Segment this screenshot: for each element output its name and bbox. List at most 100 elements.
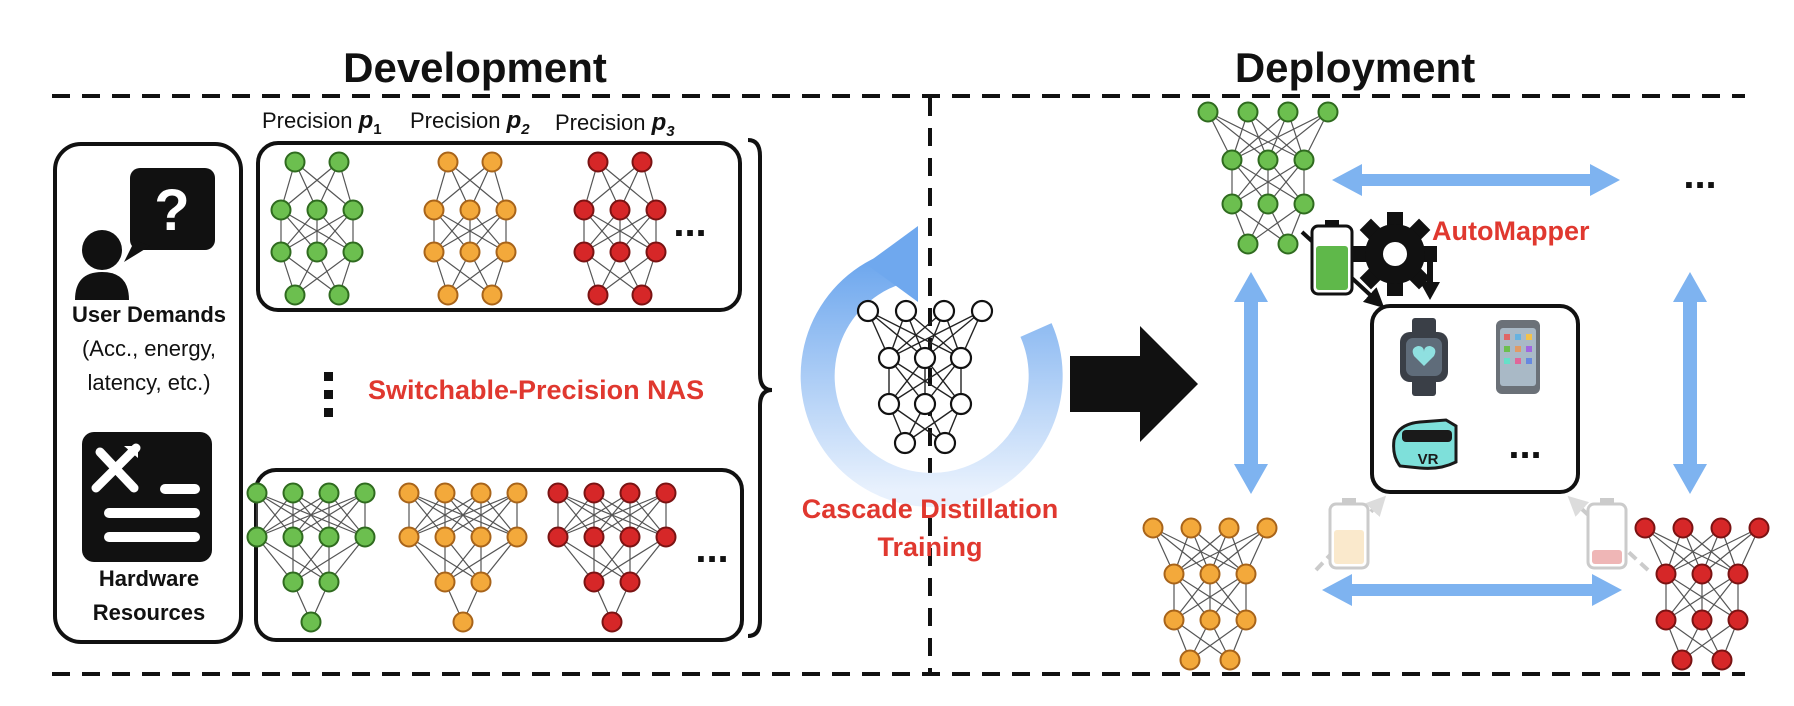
neuron — [631, 284, 653, 306]
smartwatch-icon — [1400, 318, 1448, 396]
vertical-ellipsis — [324, 372, 333, 417]
neuron — [877, 346, 901, 370]
tools-icon — [82, 432, 212, 562]
neuron — [1277, 233, 1299, 255]
vr-headset-icon: VR — [1392, 418, 1458, 470]
neuron — [1237, 101, 1259, 123]
neuron — [655, 526, 677, 548]
neuron — [913, 346, 937, 370]
neuron — [1257, 149, 1279, 171]
neuron — [470, 571, 492, 593]
cycle-arrow-icon — [800, 247, 1063, 507]
deploy-net-orange — [1142, 517, 1278, 671]
neuron — [913, 392, 937, 416]
neuron — [631, 151, 653, 173]
user-demands-title: User Demands — [72, 302, 226, 327]
neuron — [318, 571, 340, 593]
svg-text:VR: VR — [1418, 451, 1439, 468]
neuron — [423, 199, 445, 221]
neuron — [434, 482, 456, 504]
neuron — [1219, 649, 1241, 671]
neuron — [434, 526, 456, 548]
precision-label-1: Precision p1 — [262, 107, 382, 138]
svg-text:?: ? — [154, 178, 189, 243]
automapper-label: AutoMapper — [1432, 216, 1590, 246]
neuron — [481, 151, 503, 173]
hardware-title-1: Hardware — [99, 566, 199, 591]
neuron — [1221, 193, 1243, 215]
precision-networks-box-bottom — [254, 468, 744, 642]
neuron — [1197, 101, 1219, 123]
deploy-links — [1234, 164, 1707, 606]
deploy-net-red — [1634, 517, 1770, 671]
neuron — [949, 346, 973, 370]
neuron — [270, 199, 292, 221]
neuron — [246, 482, 268, 504]
neuron — [318, 482, 340, 504]
neuron — [583, 526, 605, 548]
neuron — [894, 299, 918, 323]
neuron — [1257, 193, 1279, 215]
neuron — [573, 199, 595, 221]
neuron — [434, 571, 456, 593]
neuron — [342, 241, 364, 263]
neuron — [970, 299, 994, 323]
cycle-arrow-head — [866, 226, 918, 302]
neuron — [282, 482, 304, 504]
neuron — [1163, 609, 1185, 631]
neuron — [1235, 609, 1257, 631]
battery-icon — [1567, 495, 1650, 572]
neuron — [1634, 517, 1656, 539]
neuron — [1293, 193, 1315, 215]
neuron — [495, 199, 517, 221]
deploy-ellipsis: ... — [1683, 153, 1716, 197]
neuron — [354, 482, 376, 504]
neuron — [1256, 517, 1278, 539]
neuron — [1293, 149, 1315, 171]
neuron — [437, 284, 459, 306]
neuron — [318, 526, 340, 548]
neuron — [1142, 517, 1164, 539]
deploy-net-green — [1197, 101, 1339, 255]
precision-networks-box-top — [256, 141, 742, 312]
neuron — [1317, 101, 1339, 123]
neuron — [437, 151, 459, 173]
neuron — [619, 526, 641, 548]
link-left — [1234, 272, 1268, 494]
neuron — [655, 482, 677, 504]
neuron — [398, 526, 420, 548]
neuron — [481, 284, 503, 306]
gear-icon — [1353, 212, 1440, 300]
neuron — [459, 241, 481, 263]
cascade-label-2: Training — [877, 532, 982, 562]
neuron — [328, 151, 350, 173]
neuron — [398, 482, 420, 504]
neuron — [1199, 609, 1221, 631]
neuron — [282, 526, 304, 548]
neuron — [270, 241, 292, 263]
neuron — [506, 482, 528, 504]
neuron — [1727, 609, 1749, 631]
neuron — [583, 571, 605, 593]
neuron — [601, 611, 623, 633]
user-demands-detail-2: latency, etc.) — [87, 370, 210, 395]
net-precision-3-top — [573, 151, 667, 306]
hardware-title-2: Resources — [93, 600, 206, 625]
precision-label-2: Precision p2 — [410, 107, 530, 138]
neuron — [506, 526, 528, 548]
networks-ellipsis-top: ... — [673, 201, 706, 245]
net-precision-2-top — [423, 151, 517, 306]
neuron — [856, 299, 880, 323]
battery-icon — [1300, 220, 1385, 309]
neuron — [1748, 517, 1770, 539]
neuron — [609, 241, 631, 263]
neuron — [547, 482, 569, 504]
precision-label-3: Precision p3 — [555, 109, 675, 140]
neuron — [1199, 563, 1221, 585]
cascade-label-1: Cascade Distillation — [802, 494, 1059, 524]
neuron — [1179, 649, 1201, 671]
neuron — [645, 199, 667, 221]
neuron — [470, 526, 492, 548]
deploy-arrow — [1070, 326, 1198, 442]
